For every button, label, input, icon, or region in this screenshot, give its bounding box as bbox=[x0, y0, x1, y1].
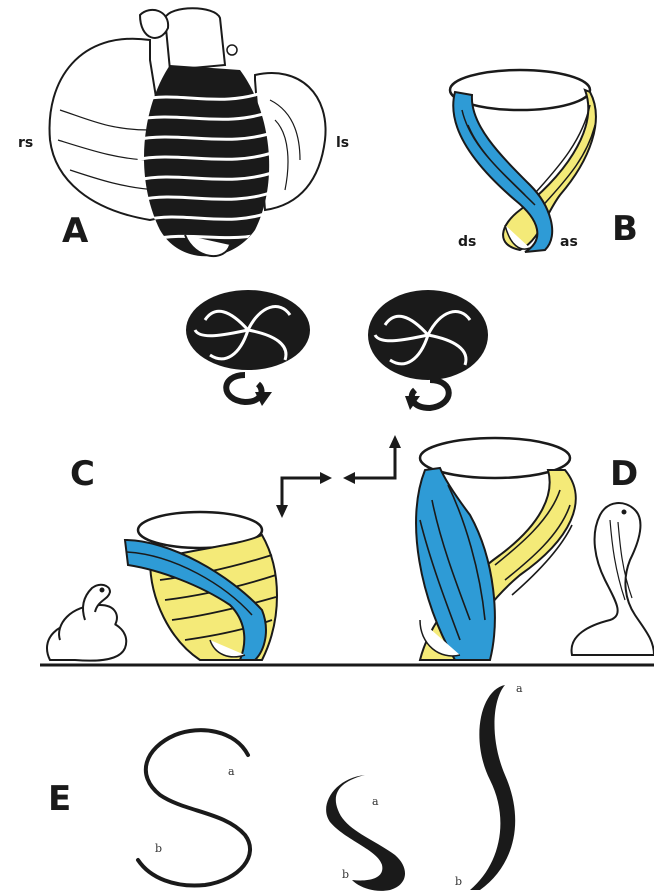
great-vessel bbox=[165, 8, 225, 70]
label-e-b1: b bbox=[155, 842, 162, 855]
helical-muscle-body bbox=[144, 65, 269, 256]
label-e-a2: a bbox=[372, 795, 379, 808]
panel-d-tall-cup bbox=[416, 438, 576, 660]
panel-label-c: C bbox=[70, 454, 95, 494]
label-e-a1: a bbox=[228, 765, 235, 778]
label-e-a3: a bbox=[516, 682, 523, 695]
panel-label-e: E bbox=[48, 779, 71, 819]
left-rotation-arrow bbox=[226, 375, 272, 406]
label-ds: ds bbox=[458, 234, 476, 250]
right-rotation-arrow bbox=[405, 380, 449, 410]
direction-arrows bbox=[276, 435, 401, 518]
label-ls: ls bbox=[336, 135, 349, 151]
s-curve-thick bbox=[326, 775, 405, 891]
s-curve-thin bbox=[138, 730, 250, 885]
left-shutter-disc bbox=[186, 290, 310, 370]
panel-label-d: D bbox=[610, 454, 638, 494]
panel-a-heart bbox=[50, 8, 326, 256]
s-curve-tall bbox=[470, 685, 515, 890]
panel-c-coiled-cup bbox=[125, 512, 277, 660]
panel-b-helix-cup bbox=[450, 70, 596, 252]
label-rs: rs bbox=[18, 135, 33, 151]
label-e-b3: b bbox=[455, 875, 462, 888]
label-as: as bbox=[560, 234, 578, 250]
label-e-b2: b bbox=[342, 868, 349, 881]
cobra-icon bbox=[572, 503, 654, 655]
panel-label-a: A bbox=[62, 211, 89, 251]
coiled-snake-icon bbox=[47, 585, 126, 661]
right-shutter-disc bbox=[368, 290, 488, 380]
panel-label-b: B bbox=[612, 209, 638, 249]
